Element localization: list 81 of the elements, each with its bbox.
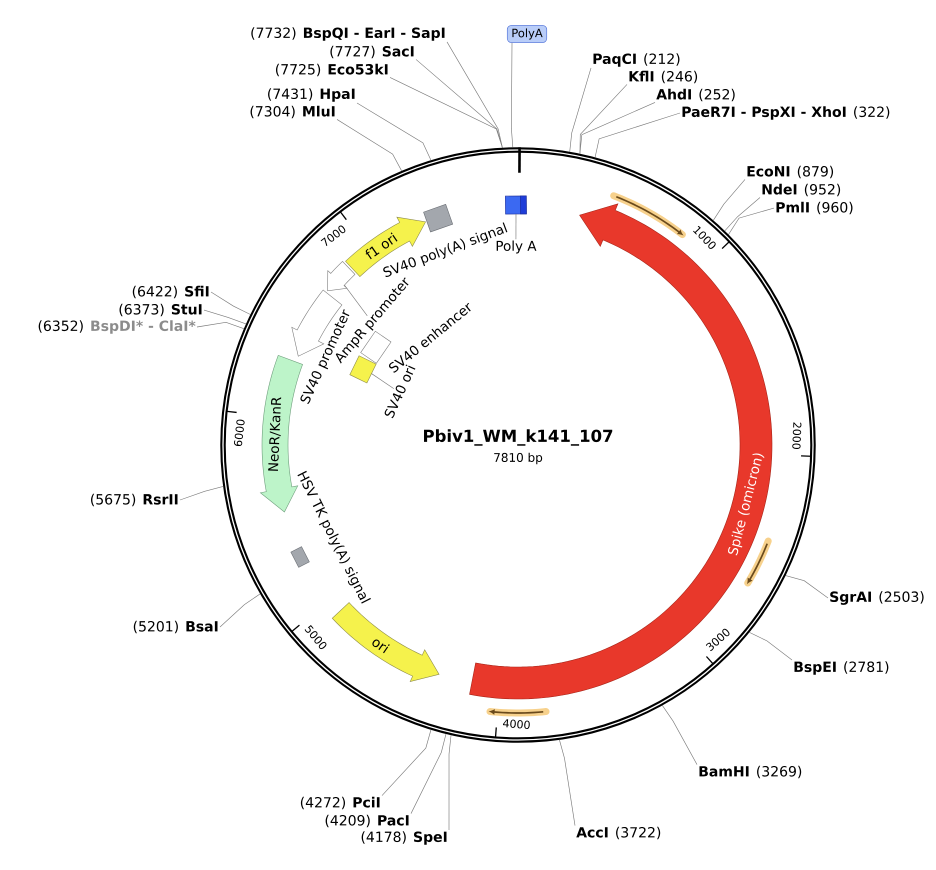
plasmid-length: 7810 bp xyxy=(494,452,542,464)
leader-line xyxy=(382,729,432,796)
enzyme-name: BsaI xyxy=(186,621,218,632)
scale-label: 4000 xyxy=(502,719,530,729)
cut-site-position: (6352) xyxy=(38,320,83,333)
cut-site-position: (7725) xyxy=(276,64,320,76)
cut-site-position: (5201) xyxy=(134,620,178,634)
enzyme-name: KflI xyxy=(630,70,654,82)
enzyme-name: BamHI xyxy=(700,766,749,777)
feature-box xyxy=(505,196,527,214)
leader-line xyxy=(220,594,260,628)
enzyme-name: SgrAI xyxy=(830,591,871,605)
leader-line xyxy=(594,112,680,158)
cut-site-position: (7431) xyxy=(268,88,312,101)
enzyme-name: PciI xyxy=(354,796,380,808)
leader-line xyxy=(204,310,246,324)
enzyme-name: MluI xyxy=(303,106,335,117)
cut-site-position: (7727) xyxy=(330,46,375,58)
leader-line xyxy=(410,734,446,814)
enzyme-name: NdeI xyxy=(762,184,796,195)
enzyme-name: StuI xyxy=(172,304,202,315)
enzyme-name: PaeR7I - PspXI - XhoI xyxy=(682,106,846,120)
enzyme-name: PmlI xyxy=(776,202,809,212)
enzyme-name: PacI xyxy=(378,815,409,826)
cut-site-position: (252) xyxy=(699,88,735,102)
enzyme-name: AccI xyxy=(576,827,608,838)
cut-site-position: (212) xyxy=(644,53,680,66)
leader-line xyxy=(210,292,251,315)
enzyme-name: SacI xyxy=(382,46,414,57)
cut-site-position: (7732) xyxy=(251,27,296,40)
leader-line xyxy=(448,734,452,830)
cut-site-position: (6422) xyxy=(132,286,177,298)
feature-segment xyxy=(327,260,356,292)
enzyme-name: PaqCI xyxy=(594,53,636,67)
leader-line xyxy=(728,208,774,235)
enzyme-name: EcoNI xyxy=(748,166,790,177)
enzyme-name: BspQI - EarI - SapI xyxy=(304,27,444,41)
leader-line xyxy=(180,486,224,500)
scale-label: 2000 xyxy=(792,422,802,449)
cut-site-position: (6373) xyxy=(120,304,164,316)
cut-site-position: (4209) xyxy=(326,814,370,828)
cut-site-position: (2503) xyxy=(879,591,924,604)
leader-line xyxy=(511,42,514,148)
enzyme-name: BspDI* - ClaI* xyxy=(91,320,196,334)
leader-line xyxy=(371,373,394,389)
enzyme-name: BspEI xyxy=(794,662,836,675)
enzyme-name: Eco53kI xyxy=(328,64,388,75)
cut-site-position: (4272) xyxy=(300,796,346,810)
leader-line xyxy=(662,705,698,765)
cut-site-position: (879) xyxy=(798,166,834,178)
cut-site-position: (3269) xyxy=(757,766,802,778)
leader-line xyxy=(713,179,746,221)
leader-line xyxy=(580,102,656,154)
cut-site-position: (960) xyxy=(817,202,852,214)
leader-line xyxy=(569,68,592,152)
cut-site-position: (4178) xyxy=(362,831,406,844)
leader-line xyxy=(356,102,432,161)
cut-site-position: (246) xyxy=(662,70,698,84)
leader-line xyxy=(559,740,576,826)
enzyme-name: RsrII xyxy=(144,494,178,505)
enzyme-name: HpaI xyxy=(320,88,355,102)
cut-site-position: (7304) xyxy=(250,106,295,118)
scale-label: 6000 xyxy=(234,420,245,446)
enzyme-name: SpeI xyxy=(414,831,447,845)
leader-line xyxy=(749,632,792,660)
leader-line xyxy=(785,575,828,598)
cut-site-position: (2781) xyxy=(844,661,888,674)
enzyme-name: AhdI xyxy=(656,88,691,100)
leader-line xyxy=(196,322,244,329)
feature-tag: PolyA xyxy=(506,25,548,43)
leader-line xyxy=(390,77,503,148)
leader-line xyxy=(580,84,628,154)
leader-line xyxy=(724,197,760,232)
cut-site-position: (3722) xyxy=(616,826,660,840)
cut-site-position: (952) xyxy=(804,184,840,196)
leader-line xyxy=(446,42,503,148)
leader-line xyxy=(336,119,402,172)
cut-site-position: (322) xyxy=(854,106,890,119)
leader-line xyxy=(344,284,368,316)
cut-site-position: (5675) xyxy=(91,494,136,506)
enzyme-name: SfiI xyxy=(185,286,208,297)
